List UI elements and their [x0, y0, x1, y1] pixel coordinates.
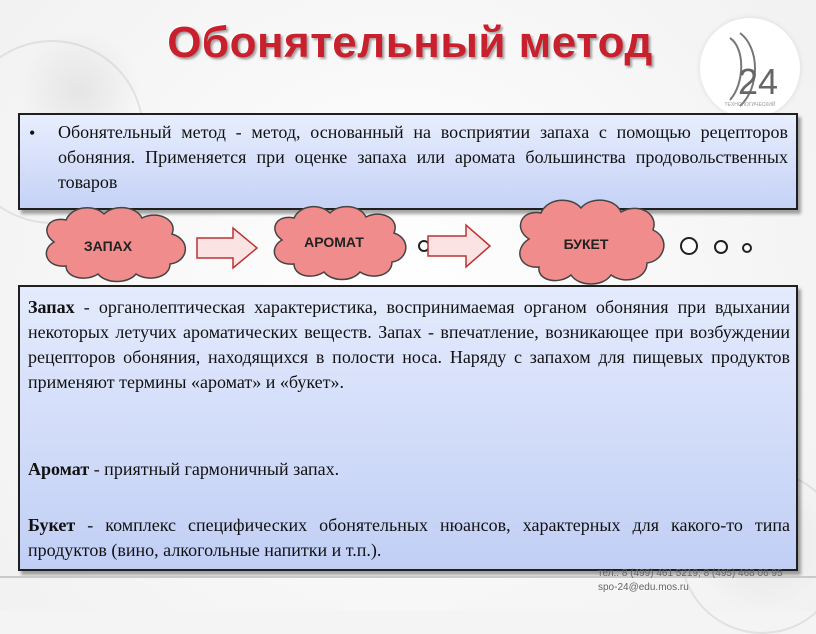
definition-aromat: - приятный гармоничный запах.	[89, 459, 340, 479]
term-aromat: Аромат	[28, 459, 90, 479]
cloud-shape-zapah	[45, 206, 186, 283]
bullet-point: •	[29, 123, 36, 143]
cloud-label-aromat: АРОМАТ	[304, 234, 364, 250]
definition-buket: - комплекс специфических обонятельных ню…	[28, 515, 790, 560]
footer-contacts: тел.: 8 (499) 461 5219; 8 (495) 468 06 9…	[598, 567, 808, 595]
paragraph-aromat: Аромат - приятный гармоничный запах.	[28, 457, 790, 482]
svg-text:24: 24	[738, 61, 778, 102]
thought-dot-medium	[714, 240, 728, 254]
footer-divider	[0, 576, 816, 578]
term-zapah: Запах	[28, 297, 75, 317]
contact-email: spo-24@edu.mos.ru	[598, 582, 689, 593]
thought-dot-large	[680, 237, 698, 255]
paragraph-zapah: Запах - органолептическая характеристика…	[28, 295, 790, 395]
details-box: Запах - органолептическая характеристика…	[18, 285, 798, 571]
cloud-shape-aromat	[273, 205, 407, 281]
definition-box: • Обонятельный метод - метод, основанный…	[18, 113, 798, 210]
paragraph-buket: Букет - комплекс специфических обонятель…	[28, 513, 790, 563]
arrow-right-icon	[196, 226, 259, 270]
definition-zapah: - органолептическая характеристика, восп…	[28, 297, 790, 392]
logo-24-icon: 24	[729, 32, 778, 107]
cloud-label-zapah: ЗАПАХ	[83, 238, 133, 254]
contact-phone: тел.: 8 (499) 461 5219; 8 (495) 468 06 9…	[598, 568, 783, 579]
logo-caption: ТЕХНОЛОГИЧЕСКИЙ	[724, 102, 776, 108]
cloud-label-buket: БУКЕТ	[563, 236, 609, 252]
term-buket: Букет	[28, 515, 76, 535]
college-logo: 24 ТЕХНОЛОГИЧЕСКИЙ	[700, 18, 800, 118]
thought-dot-small	[742, 243, 752, 253]
definition-text: Обонятельный метод - метод, основанный н…	[58, 122, 788, 192]
slide-title: Обонятельный метод	[167, 18, 653, 67]
arrow-right-icon	[427, 223, 492, 269]
cloud-shape-buket	[519, 199, 665, 285]
